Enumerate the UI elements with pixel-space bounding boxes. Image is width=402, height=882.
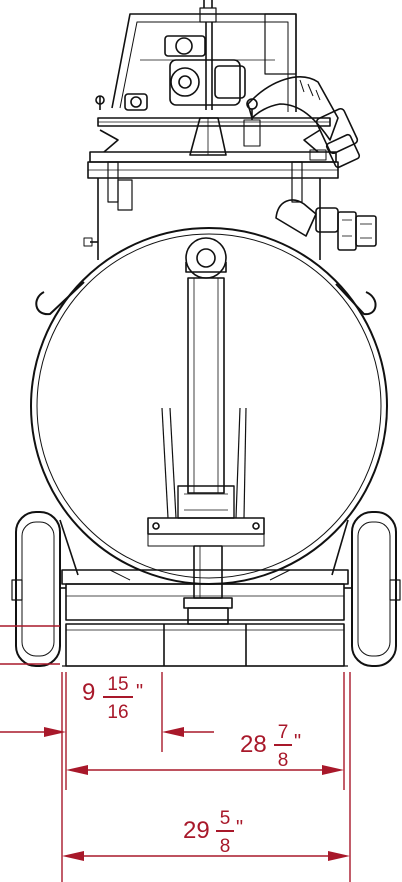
dimension-arrows [44, 727, 350, 861]
tank-body [83, 178, 321, 260]
dim-denominator: 8 [220, 836, 231, 857]
arrowhead [162, 727, 184, 737]
chassis [59, 519, 349, 621]
motor-assembly [95, 35, 246, 111]
dimension-wheel-offset: 9 15 16 " [82, 674, 143, 723]
side-struts [161, 407, 247, 519]
dim-unit: " [236, 817, 243, 839]
dimension-overall-width: 29 5 8 " [183, 808, 243, 857]
arrowhead [322, 765, 344, 775]
dim-numerator: 5 [220, 808, 231, 829]
dimension-lines [0, 625, 351, 882]
arrowhead [62, 851, 84, 861]
dim-unit: " [136, 681, 143, 703]
dim-whole: 28 [240, 731, 267, 758]
fraction-bar [103, 696, 133, 698]
fraction-bar [216, 830, 234, 832]
machine-linework [11, 0, 401, 667]
drum [30, 227, 388, 585]
base-plates [62, 623, 348, 667]
outlet-valve [275, 199, 377, 251]
dim-numerator: 15 [107, 674, 128, 695]
fraction-bar [274, 744, 292, 746]
side-hooks [35, 281, 377, 316]
central-mast [189, 0, 227, 156]
arrowhead [328, 851, 350, 861]
dimension-inner-width: 28 7 8 " [240, 722, 301, 771]
dim-unit: " [294, 731, 301, 753]
top-hood [111, 13, 297, 112]
dim-whole: 29 [183, 817, 210, 844]
arrowhead [66, 765, 88, 775]
dim-denominator: 16 [107, 702, 128, 723]
lifting-eye [185, 237, 227, 279]
arrowhead [44, 727, 66, 737]
left-wheel [11, 511, 66, 667]
right-wheel [344, 511, 401, 667]
center-column [147, 277, 265, 625]
lid-plates [87, 98, 339, 211]
dim-denominator: 8 [278, 750, 289, 771]
dim-numerator: 7 [278, 722, 289, 743]
suction-hose [247, 76, 361, 169]
dim-whole: 9 [82, 679, 95, 706]
